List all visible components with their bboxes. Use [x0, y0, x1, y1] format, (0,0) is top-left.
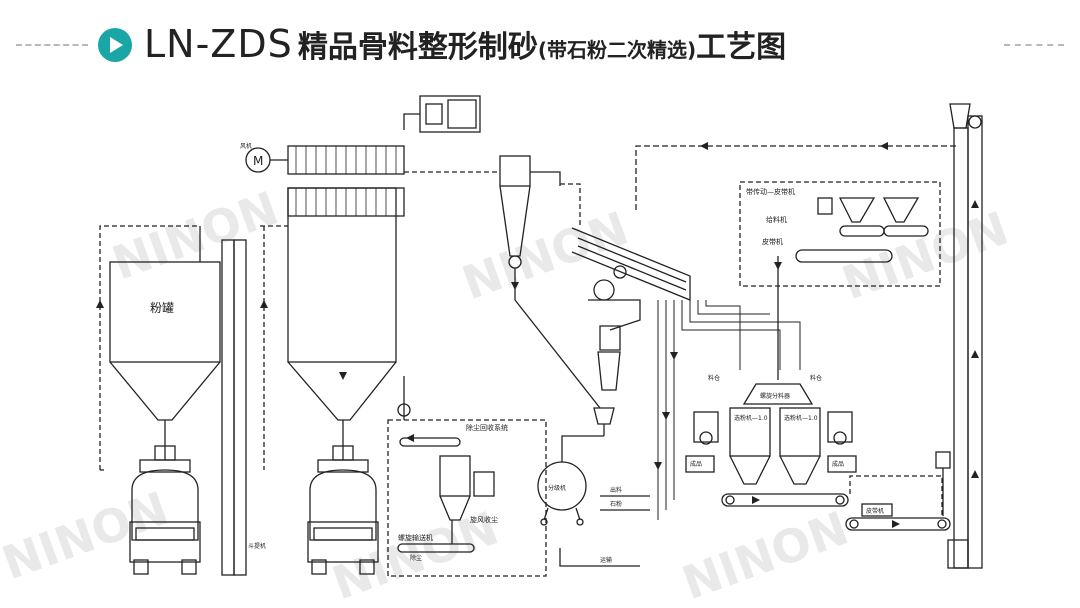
- label-elevator: 运输: [600, 556, 612, 564]
- watermark-4: NINON: [0, 481, 175, 590]
- label-inset-right-b: 皮带机: [762, 237, 783, 246]
- motor-icon: [935, 451, 951, 516]
- silo-left: [109, 261, 221, 461]
- title-paren: (带石粉二次精选): [537, 38, 697, 62]
- belt-lower: [845, 475, 951, 531]
- inset-right: [739, 181, 941, 380]
- elevator-left: [221, 239, 235, 576]
- label-inset-bottom-title: 除尘回收系统: [466, 423, 508, 432]
- label-inset-right-a: 给料机: [766, 215, 787, 224]
- label-cone-right: 料仓: [810, 374, 822, 382]
- label-center-box: 螺旋分料器: [760, 392, 790, 400]
- watermark-2: NINON: [455, 201, 635, 310]
- label-misc-a: 出料: [610, 486, 622, 494]
- control-cabinet: [403, 95, 481, 133]
- separator-right: [779, 407, 853, 485]
- label-cone-left: 料仓: [708, 374, 720, 382]
- pipe-bundle: [657, 300, 801, 520]
- play-icon: [98, 28, 132, 62]
- watermark-1: NINON: [105, 181, 285, 290]
- watermark-group: NINON NINON NINON NINON NINON NINON: [0, 181, 1015, 608]
- title-end: 工艺图: [696, 30, 787, 65]
- label-misc-b: 石粉: [610, 500, 622, 508]
- label-silo-left: 粉罐: [150, 301, 174, 315]
- label-inset-bottom-b: 螺旋输送机: [398, 533, 433, 542]
- label-belt: 皮带机: [866, 507, 884, 515]
- truck-left: [129, 459, 201, 575]
- label-small-a: 成品: [690, 460, 702, 468]
- classifier-drum: [537, 461, 587, 526]
- label-pump: 风机: [240, 142, 252, 150]
- separator-left: [693, 407, 771, 485]
- watermark-6: NINON: [675, 501, 855, 608]
- header: LN-ZDS 精品骨料整形制砂(带石粉二次精选)工艺图: [0, 0, 1080, 90]
- label-lift: 斗提机: [248, 542, 266, 550]
- label-inset-bottom-a: 旋风收尘: [470, 515, 498, 524]
- page-title: LN-ZDS 精品骨料整形制砂(带石粉二次精选)工艺图: [144, 20, 786, 68]
- label-inset-right-title: 带传动—皮带机: [746, 187, 795, 196]
- header-dash-right: [1004, 44, 1064, 46]
- splitter: [742, 383, 814, 405]
- title-main: 精品骨料整形制砂: [297, 30, 538, 65]
- elevator-right: [947, 103, 983, 569]
- bag-filter: [287, 145, 405, 217]
- header-dash-left: [16, 44, 88, 46]
- fan-icon: M: [245, 147, 288, 173]
- svg-text:M: M: [253, 154, 263, 168]
- vibrating-screen: [571, 227, 691, 331]
- label-separator-right: 选粉机—1.0: [784, 414, 818, 422]
- truck-center: [307, 459, 379, 575]
- silo-center: [287, 187, 397, 461]
- label-small-b: 成品: [832, 460, 844, 468]
- belt-middle: [721, 493, 849, 507]
- crusher: [593, 325, 621, 436]
- label-drum: 分级机: [548, 484, 566, 492]
- title-model: LN-ZDS: [144, 22, 293, 66]
- inset-bottom: [387, 419, 547, 577]
- label-misc-c: 除尘: [410, 554, 422, 562]
- label-separator-left: 选粉机—1.0: [734, 414, 768, 422]
